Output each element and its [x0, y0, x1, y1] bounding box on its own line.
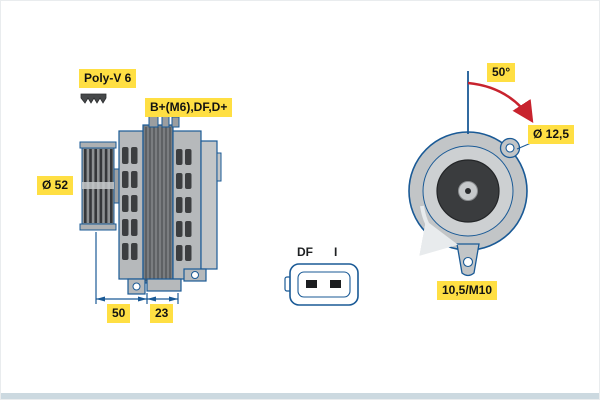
connector-pin-df-label: DF: [297, 245, 313, 259]
mounting-lugs-side: [127, 268, 207, 295]
front-view: [408, 71, 534, 277]
dimension-23-label: 23: [150, 304, 174, 323]
connector-detail: [284, 263, 359, 306]
rotation-arrow: [419, 205, 458, 256]
side-view: [79, 93, 222, 304]
pulley: [79, 141, 117, 231]
terminals-label: B+(M6),DF,D+: [145, 98, 233, 117]
mounting-thread-label: 10,5/M10: [437, 281, 498, 300]
pulley-diameter-label: Ø 52: [37, 176, 74, 195]
vent-slots-front: [122, 147, 138, 260]
connector-pin-i-label: I: [334, 245, 338, 259]
angle-label: 50°: [487, 63, 516, 82]
dimension-50-label: 50: [107, 304, 131, 323]
footer-strip: [1, 393, 599, 399]
angle-arrow: [467, 81, 534, 124]
belt-profile-icon: [80, 93, 107, 104]
mounting-hole-bottom: [462, 256, 474, 268]
vent-slots-rear: [176, 149, 192, 261]
mounting-hole-top: [505, 143, 515, 153]
belt-type-label: Poly-V 6: [79, 69, 137, 88]
hole-diameter-label: Ø 12,5: [528, 125, 575, 144]
dimension-lines: [95, 232, 179, 304]
alternator-housing-side: [118, 113, 222, 295]
connector-pins: [306, 280, 341, 288]
